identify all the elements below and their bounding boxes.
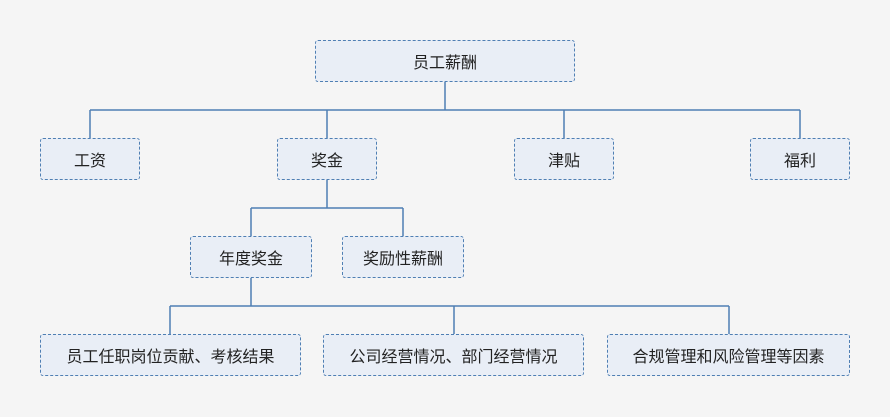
node-allowance: 津贴 (514, 138, 614, 180)
node-incentive-pay: 奖励性薪酬 (342, 236, 464, 278)
node-wages: 工资 (40, 138, 140, 180)
node-root: 员工薪酬 (315, 40, 575, 82)
node-factor-compliance-risk: 合规管理和风险管理等因素 (607, 334, 850, 376)
node-welfare: 福利 (750, 138, 850, 180)
node-annual-bonus: 年度奖金 (190, 236, 312, 278)
node-bonus: 奖金 (277, 138, 377, 180)
node-factor-position-assessment: 员工任职岗位贡献、考核结果 (40, 334, 301, 376)
node-factor-business-performance: 公司经营情况、部门经营情况 (323, 334, 584, 376)
